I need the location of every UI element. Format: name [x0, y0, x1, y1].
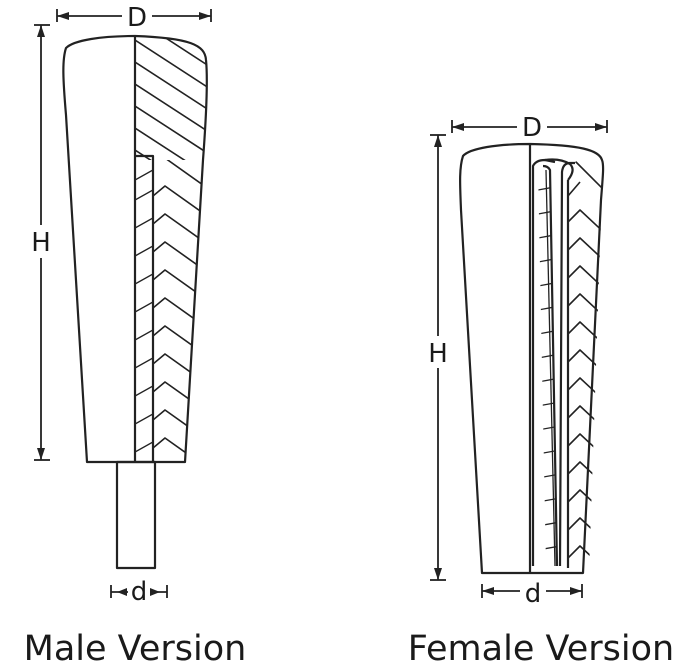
- male-dimension-d: [110, 585, 168, 598]
- female-dimension-H: [430, 134, 446, 581]
- male-dim-H-label: H: [31, 228, 51, 258]
- male-knob-outline: [62, 34, 208, 464]
- female-dimension-D: [451, 120, 608, 133]
- male-stud-insert: [135, 154, 155, 462]
- female-knob-outline: [459, 142, 605, 575]
- female-bore-wall-left: [531, 158, 556, 566]
- female-dim-D-label: D: [522, 113, 542, 143]
- female-bore-wall-right: [542, 164, 559, 567]
- female-dim-H-label: H: [428, 339, 448, 369]
- female-dim-d-label: d: [525, 579, 542, 609]
- male-dimension-H: [34, 24, 50, 461]
- female-version-drawing: [459, 142, 605, 575]
- male-hatch-top: [135, 36, 207, 160]
- male-dim-d-label: d: [131, 577, 148, 607]
- female-version-caption: Female Version: [408, 629, 674, 669]
- male-core-thread: [135, 169, 153, 453]
- male-threaded-stud: [115, 460, 157, 570]
- female-hatch-thread: [568, 157, 602, 573]
- female-bore-center-line: [545, 169, 556, 567]
- female-dimension-d: [481, 584, 583, 598]
- male-version-drawing: [62, 34, 208, 570]
- male-version-caption: Male Version: [24, 629, 247, 669]
- female-bore-cap: [544, 158, 574, 181]
- male-dim-D-label: D: [127, 3, 147, 33]
- male-dimension-D: [56, 9, 212, 22]
